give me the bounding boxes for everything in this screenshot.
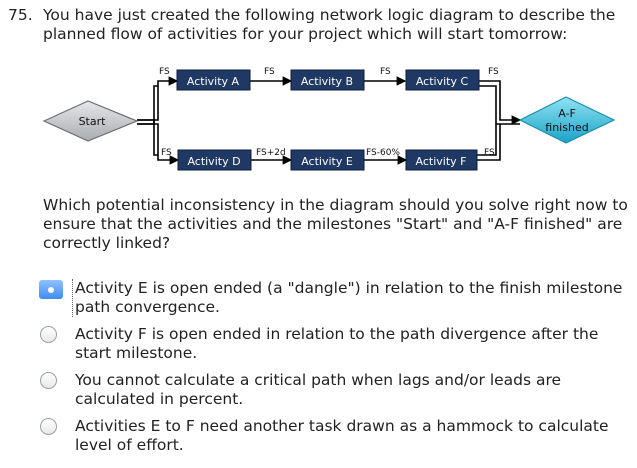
connector-lines xyxy=(137,76,522,165)
activity-a: Activity A xyxy=(176,69,251,91)
line-f-end xyxy=(477,124,501,161)
activity-d: Activity D xyxy=(177,149,252,171)
link-label-f-end: FS xyxy=(484,148,495,158)
activity-b: Activity B xyxy=(290,69,365,91)
activity-c-label: Activity C xyxy=(416,75,469,88)
link-label-b-c: FS xyxy=(380,67,391,77)
line-c-end xyxy=(479,80,522,125)
radio-button[interactable] xyxy=(40,326,57,343)
radio-button-selected[interactable] xyxy=(39,280,63,299)
activity-e-label: Activity E xyxy=(301,155,353,168)
finish-label-line1: A-F xyxy=(558,107,576,120)
line-start-branch-top-2 xyxy=(137,85,158,125)
activity-c-box xyxy=(405,69,480,91)
activity-a-box xyxy=(176,69,251,91)
network-logic-diagram: Start A-F finished Activity A Activity B… xyxy=(42,67,616,171)
line-c-end-2 xyxy=(479,85,520,125)
activity-d-label: Activity D xyxy=(187,155,240,168)
answer-option-label[interactable]: Activity F is open ended in relation to … xyxy=(75,325,599,362)
link-label-e-f: FS-60% xyxy=(366,148,400,158)
radio-button[interactable] xyxy=(40,418,57,435)
link-label-start-a: FS xyxy=(159,67,170,77)
line-f-end-2 xyxy=(477,124,497,156)
answer-option-label[interactable]: Activity E is open ended (a "dangle") in… xyxy=(72,279,635,317)
finish-label-line2: finished xyxy=(545,121,588,134)
answer-option-label[interactable]: Activities E to F need another task draw… xyxy=(75,417,609,454)
line-start-branch-bottom-2 xyxy=(137,119,158,156)
link-label-start-d: FS xyxy=(161,148,172,158)
answer-option-label[interactable]: You cannot calculate a critical path whe… xyxy=(75,371,562,408)
activity-d-box xyxy=(177,149,252,171)
link-label-c-end: FS xyxy=(488,67,499,77)
line-start-branch-bottom xyxy=(137,123,180,165)
activity-f-label: Activity F xyxy=(416,155,467,168)
start-milestone xyxy=(42,100,139,142)
question-number: 75. xyxy=(8,6,33,24)
question-text: You have just created the following netw… xyxy=(43,6,616,43)
link-label-a-b: FS xyxy=(264,67,275,77)
activity-e: Activity E xyxy=(290,149,365,171)
activity-c: Activity C xyxy=(405,69,480,91)
start-label: Start xyxy=(79,115,107,128)
radio-button[interactable] xyxy=(40,372,57,389)
activity-e-box xyxy=(290,149,365,171)
finish-milestone xyxy=(518,96,616,144)
activity-f: Activity F xyxy=(405,149,478,171)
activity-b-box xyxy=(290,69,365,91)
activity-a-label: Activity A xyxy=(187,75,240,88)
question-subtext: Which potential inconsistency in the dia… xyxy=(43,196,628,252)
link-label-d-e: FS+2d xyxy=(256,148,286,158)
activity-b-label: Activity B xyxy=(301,75,353,88)
line-start-branch-top xyxy=(137,76,179,121)
activity-f-box xyxy=(405,149,478,171)
